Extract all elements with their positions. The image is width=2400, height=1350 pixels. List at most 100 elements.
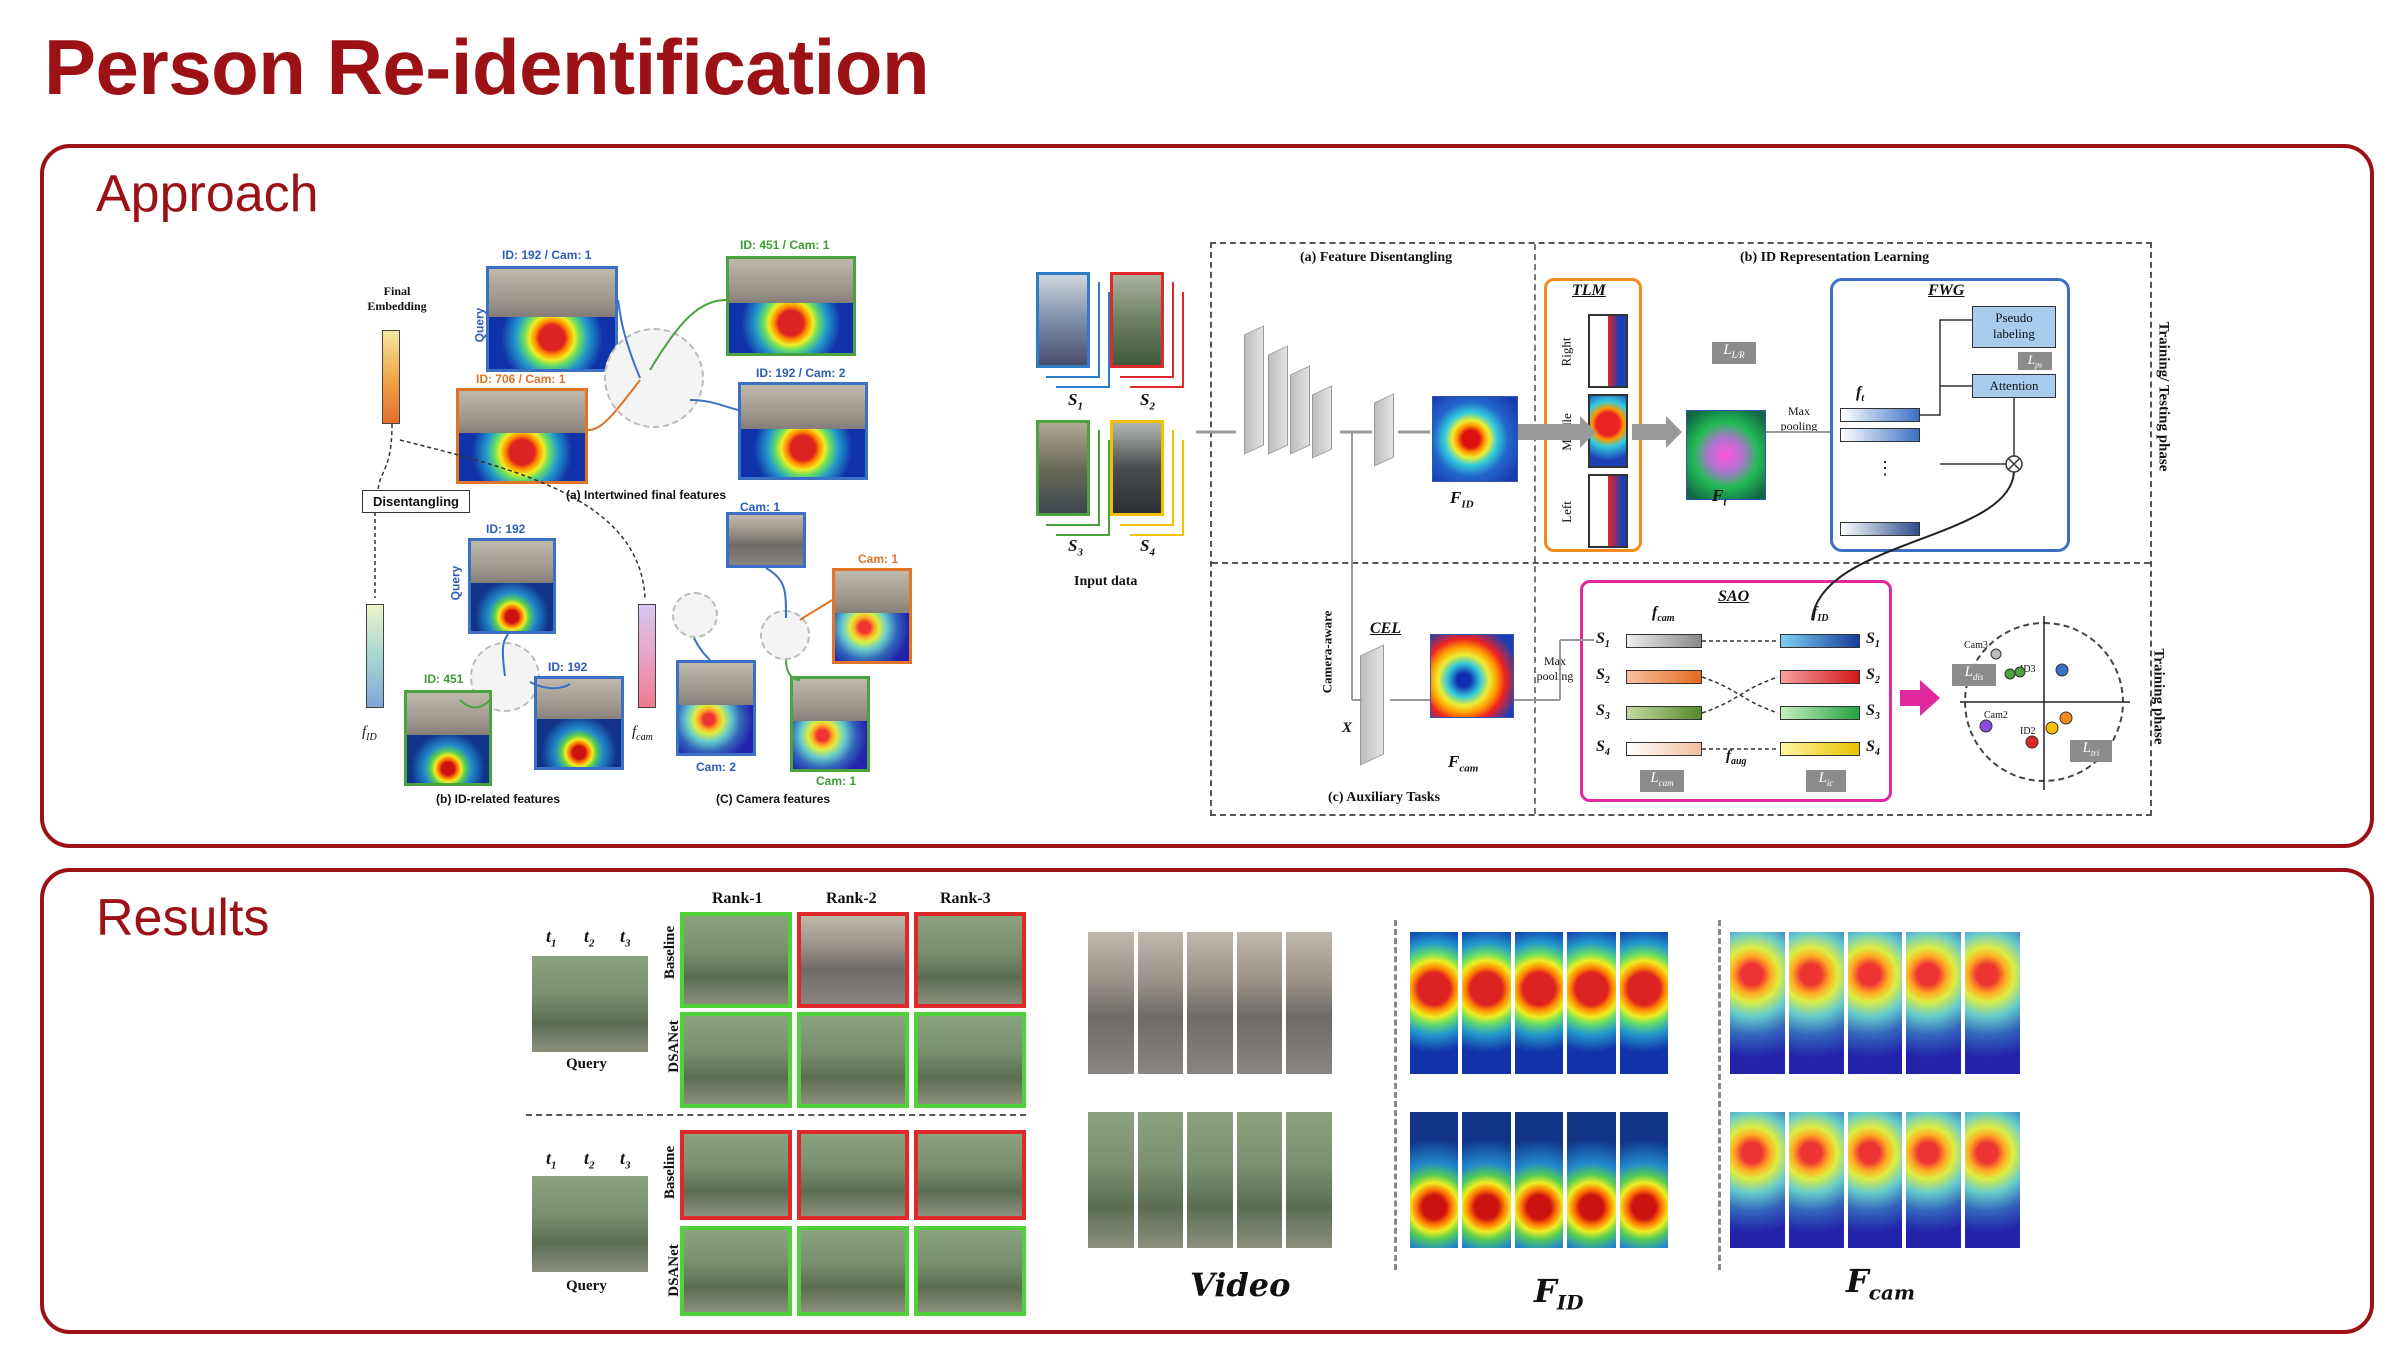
query-thumb-bottom bbox=[532, 1176, 648, 1272]
cam-card-orange bbox=[832, 568, 912, 664]
cam-card-green bbox=[790, 676, 870, 772]
feature-card-top-blue bbox=[486, 266, 618, 372]
fid-bar-3 bbox=[1780, 706, 1860, 720]
t2-label-top: t2 bbox=[584, 926, 595, 950]
fcam-bar-2 bbox=[1626, 670, 1702, 684]
id3-label: ID3 bbox=[2020, 664, 2036, 675]
query-thumb-top bbox=[532, 956, 648, 1052]
bottom-dsanet-rank3 bbox=[914, 1226, 1026, 1316]
section-a-label: (a) Feature Disentangling bbox=[1300, 250, 1453, 265]
bottom-baseline-rank2 bbox=[797, 1130, 909, 1220]
fwg-box bbox=[1830, 278, 2070, 552]
fid-row-bottom bbox=[1410, 1112, 1669, 1248]
id-192b-label: ID: 192 bbox=[548, 660, 588, 674]
feature-card-blue2 bbox=[738, 382, 868, 480]
feature-card-orange bbox=[456, 388, 588, 484]
cam3-label: Cam3 bbox=[1964, 640, 1988, 651]
caption-b: (b) ID-related features bbox=[436, 792, 561, 806]
t3-label-bottom: t3 bbox=[620, 1148, 631, 1172]
id-451-label: ID: 451 bbox=[424, 672, 464, 686]
sao-s4-right: S4 bbox=[1866, 738, 1880, 759]
input-stack-s4 bbox=[1110, 420, 1164, 516]
ft-bar-2 bbox=[1840, 428, 1920, 442]
query-label-bottom: Query bbox=[566, 1278, 607, 1294]
cam1b-label: Cam: 1 bbox=[858, 552, 899, 566]
fcam-cube bbox=[1430, 634, 1514, 718]
id-label-blue2: ID: 192 / Cam: 2 bbox=[756, 366, 846, 380]
t1-label-bottom: t1 bbox=[546, 1148, 557, 1172]
l-ps-tag: Lps bbox=[2018, 352, 2052, 370]
final-embedding-bar bbox=[382, 330, 400, 424]
fcam-bar-3 bbox=[1626, 706, 1702, 720]
divider-horizontal bbox=[1212, 562, 2150, 564]
bottom-dsanet-rank1 bbox=[680, 1226, 792, 1316]
feature-card-top-green bbox=[726, 256, 856, 356]
cluster-circle-a bbox=[604, 328, 704, 428]
id-card-query bbox=[468, 538, 556, 634]
id2-label: ID2 bbox=[2020, 726, 2036, 737]
fwg-label: FWG bbox=[1928, 282, 1965, 299]
sao-fid-label: fID bbox=[1812, 604, 1829, 625]
l-dis-tag: Ldis bbox=[1952, 664, 1996, 686]
sao-s1-left: S1 bbox=[1596, 630, 1610, 651]
input-stack-s2 bbox=[1110, 272, 1164, 368]
fcam-label-results: Fcam bbox=[1846, 1262, 1916, 1305]
top-baseline-rank3 bbox=[914, 912, 1026, 1008]
cam1-label: Cam: 1 bbox=[740, 500, 781, 514]
s1-label: S1 bbox=[1068, 390, 1083, 413]
top-baseline-rank1 bbox=[680, 912, 792, 1008]
cam1c-label: Cam: 1 bbox=[816, 774, 857, 788]
sao-s4-left: S4 bbox=[1596, 738, 1610, 759]
ft-bar-1 bbox=[1840, 408, 1920, 422]
top-dsanet-rank2 bbox=[797, 1012, 909, 1108]
final-embedding-label: Final Embedding bbox=[367, 284, 427, 313]
input-data-label: Input data bbox=[1074, 574, 1138, 589]
fid-bar-1 bbox=[1780, 634, 1860, 648]
tlm-box bbox=[1544, 278, 1642, 552]
fcam-row-top bbox=[1730, 932, 2020, 1074]
video-row-top bbox=[1088, 932, 1332, 1074]
l-ic-tag: Lic bbox=[1806, 770, 1846, 792]
query-label-top: Query bbox=[566, 1056, 607, 1072]
fcam-cube-label: Fcam bbox=[1448, 752, 1479, 775]
section-b-label: (b) ID Representation Learning bbox=[1740, 250, 1930, 265]
cam2-label: Cam: 2 bbox=[696, 760, 737, 774]
fid-bar-4 bbox=[1780, 742, 1860, 756]
bottom-dsanet-rank2 bbox=[797, 1226, 909, 1316]
input-stack-s1 bbox=[1036, 272, 1090, 368]
results-panel: Results bbox=[40, 868, 2374, 1334]
s3-label: S3 bbox=[1068, 536, 1083, 559]
cam-card-blue bbox=[676, 660, 756, 756]
approach-heading: Approach bbox=[96, 165, 319, 223]
bottom-baseline-rank3 bbox=[914, 1130, 1026, 1220]
l-lr-tag: LL/R bbox=[1712, 342, 1756, 364]
disentangling-box: Disentangling bbox=[362, 490, 470, 513]
fid-cube-label: FID bbox=[1450, 488, 1474, 511]
rank-2-header: Rank-2 bbox=[826, 890, 877, 907]
faug-label: faug bbox=[1726, 748, 1747, 767]
x-label: X bbox=[1342, 720, 1353, 736]
s2-label: S2 bbox=[1140, 390, 1155, 413]
fid-row-top bbox=[1410, 932, 1669, 1074]
fid-cube bbox=[1432, 396, 1518, 482]
divider-vertical bbox=[1534, 244, 1536, 814]
t2-label-bottom: t2 bbox=[584, 1148, 595, 1172]
l-cam-tag: Lcam bbox=[1640, 770, 1684, 792]
id-label-top-blue: ID: 192 / Cam: 1 bbox=[502, 248, 592, 262]
fid-bar-2 bbox=[1780, 670, 1860, 684]
vis-divider-2 bbox=[1718, 920, 1721, 1270]
sao-s2-right: S2 bbox=[1866, 666, 1880, 687]
id-card-192b bbox=[534, 676, 624, 770]
fcam-row-bottom bbox=[1730, 1112, 2020, 1248]
vis-divider-1 bbox=[1394, 920, 1397, 1270]
framework-box bbox=[1210, 242, 2152, 816]
id-card-451 bbox=[404, 690, 492, 786]
max-pooling-label-1: Max pooling bbox=[1780, 404, 1818, 433]
input-stack-s3 bbox=[1036, 420, 1090, 516]
id-192-label: ID: 192 bbox=[486, 522, 526, 536]
sao-s3-left: S3 bbox=[1596, 702, 1610, 723]
bottom-baseline-rank1 bbox=[680, 1130, 792, 1220]
fcam-bar-4 bbox=[1626, 742, 1702, 756]
top-baseline-rank2 bbox=[797, 912, 909, 1008]
